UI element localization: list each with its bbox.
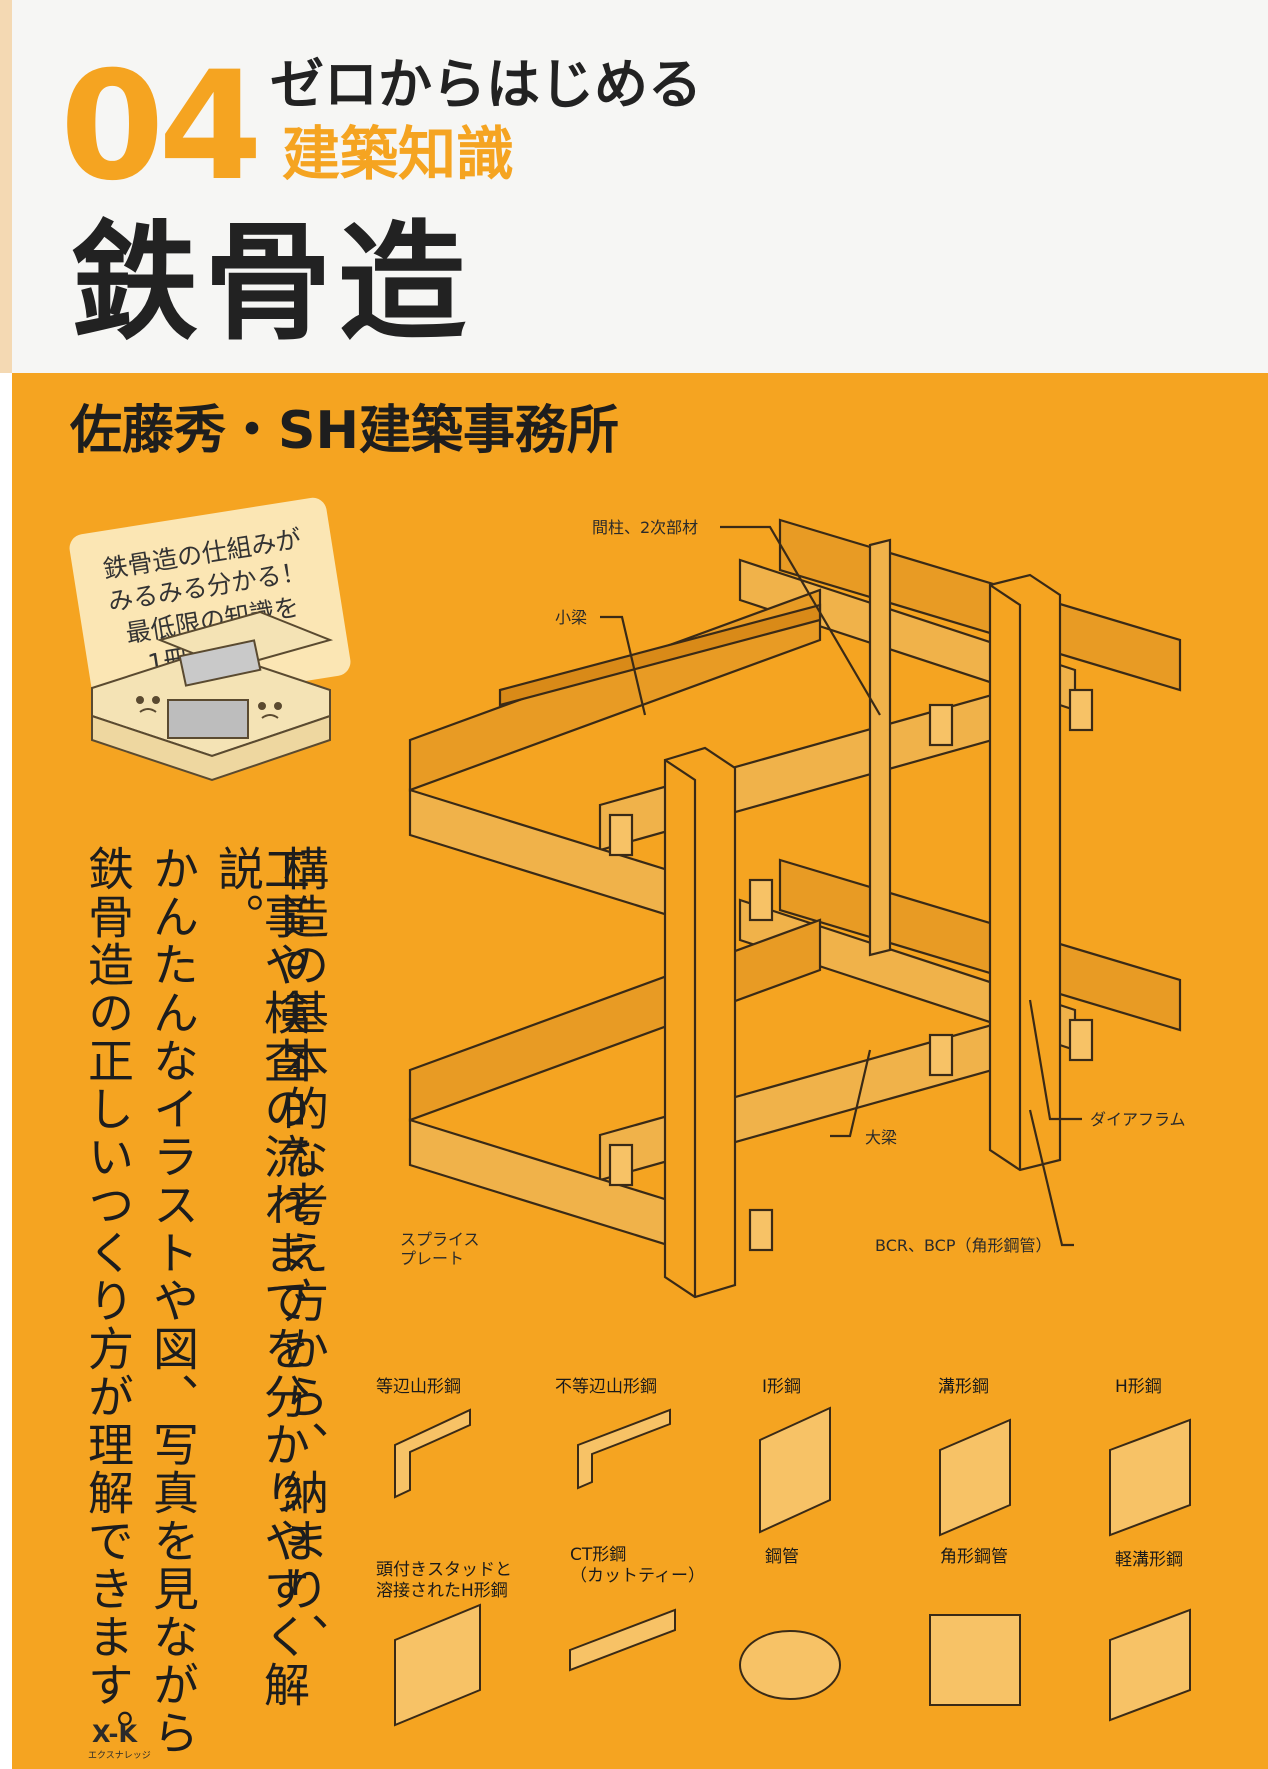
profile-label: 不等辺山形鋼: [555, 1377, 657, 1397]
label-kobari: 小梁: [555, 608, 588, 627]
author: 佐藤秀・SH建築事務所: [70, 401, 619, 461]
profile-label: 軽溝形鋼: [1115, 1550, 1183, 1570]
profile-label: 頭付きスタッドと溶接されたH形鋼: [376, 1560, 512, 1602]
cover-top-band: [0, 0, 1268, 373]
profile-equal-angle: [394, 1408, 471, 1499]
description-column: 工事や検査の流れまでを分かりやすく解説。: [211, 845, 311, 1709]
series-title: ゼロからはじめる: [270, 53, 702, 116]
description-column: 鉄骨造の正しいつくり方が理解できます。: [81, 845, 135, 1757]
series-subtitle: 建築知識: [282, 120, 515, 188]
profile-label: H形鋼: [1115, 1377, 1162, 1397]
profile-label: 角形鋼管: [940, 1547, 1008, 1567]
label-diaphragm: ダイアフラム: [1090, 1110, 1186, 1129]
description-column: かんたんなイラストや図、写真を見ながら: [146, 845, 200, 1757]
label-oobari: 大梁: [865, 1128, 898, 1147]
beam-mascot-illustration: [91, 610, 334, 782]
label-splice-plate: スプライス プレート: [400, 1230, 480, 1269]
profile-light-channel: [1109, 1608, 1191, 1722]
label-bcr: BCR、BCP（角形鋼管）: [875, 1236, 1052, 1255]
profile-label: 等辺山形鋼: [376, 1377, 461, 1397]
publisher-logo: X-K: [92, 1720, 138, 1748]
profile-i-beam: [759, 1406, 831, 1534]
volume-number: 04: [60, 40, 263, 214]
profile-label: CT形鋼（カットティー）: [570, 1545, 705, 1587]
label-mabashira: 間柱、2次部材: [592, 518, 699, 537]
steel-frame-diagram: [408, 518, 1182, 1299]
profile-ct: [569, 1608, 676, 1672]
publisher-name: エクスナレッジ: [88, 1751, 151, 1761]
steel-profiles: [394, 1406, 1191, 1727]
profile-pipe: [739, 1630, 841, 1700]
book-title: 鉄骨造: [70, 209, 473, 358]
profile-label: 鋼管: [765, 1547, 799, 1567]
profile-label: I形鋼: [762, 1377, 802, 1397]
profile-channel: [939, 1418, 1011, 1537]
profile-label: 溝形鋼: [938, 1377, 989, 1397]
profile-studded-h: [394, 1603, 481, 1727]
description-column: 構造の基本的な考え方から、納まり、: [276, 845, 330, 1661]
profile-h-beam: [1109, 1418, 1191, 1537]
spine-strip: [0, 0, 12, 373]
profile-square-tube: [929, 1614, 1021, 1706]
profile-unequal-angle: [577, 1408, 671, 1490]
